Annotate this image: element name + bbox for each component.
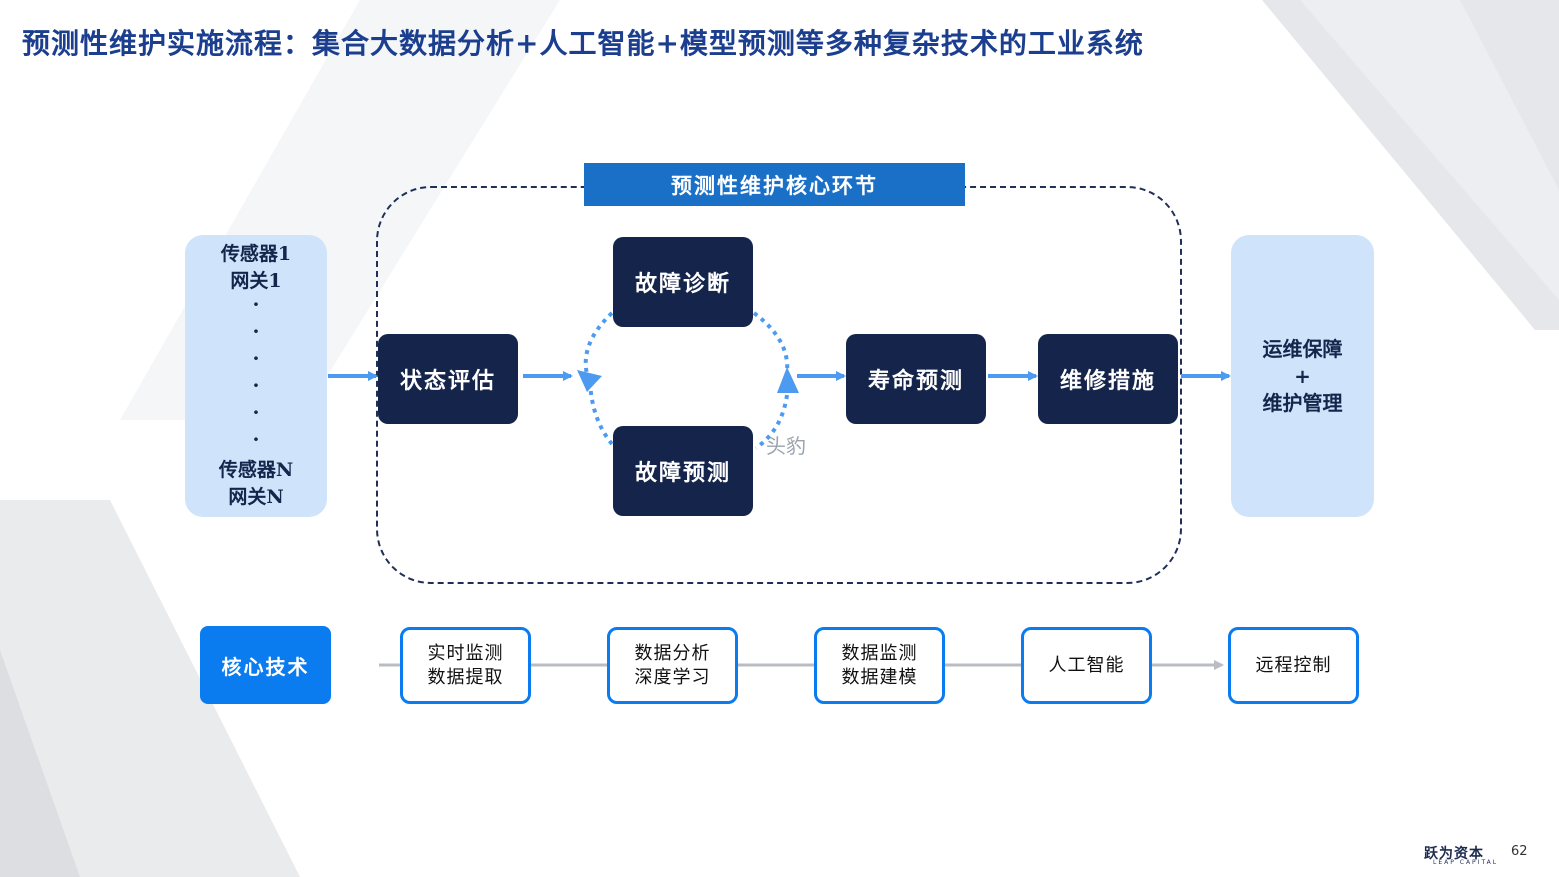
node-repair-measures: 维修措施 <box>1038 334 1178 424</box>
core-tech-label: 核心技术 <box>200 626 331 704</box>
ellipsis-dot: · <box>252 400 260 424</box>
ellipsis-dot: · <box>252 346 260 370</box>
node-status-evaluation: 状态评估 <box>378 334 518 424</box>
ops-support-label: 运维保障 <box>1262 336 1343 361</box>
tech-item-line: 实时监测 <box>427 642 504 664</box>
tech-item-line: 数据建模 <box>841 666 918 688</box>
sensor-n-label: 传感器N <box>218 459 294 481</box>
tech-item: 远程控制 <box>1228 627 1359 704</box>
gateway-1-label: 网关1 <box>230 270 282 292</box>
ellipsis-dot: · <box>252 319 260 343</box>
sensor-gateway-panel: 传感器1 网关1 · · · · · · 传感器N 网关N <box>185 235 327 517</box>
page-title: 预测性维护实施流程：集合大数据分析+人工智能+模型预测等多种复杂技术的工业系统 <box>22 27 1144 60</box>
brand-logo: 跃为资本 <box>1424 846 1484 862</box>
core-banner: 预测性维护核心环节 <box>584 163 965 206</box>
watermark-text: 头豹 <box>766 434 806 458</box>
operations-panel: 运维保障 + 维护管理 <box>1231 235 1374 517</box>
tech-item: 数据监测 数据建模 <box>814 627 945 704</box>
tech-item-line: 远程控制 <box>1255 654 1332 676</box>
ellipsis-dot: · <box>252 373 260 397</box>
maintenance-mgmt-label: 维护管理 <box>1262 390 1343 415</box>
brand-logo-subtitle: LEAP CAPITAL <box>1433 859 1499 866</box>
page-number: 62 <box>1511 844 1528 859</box>
plus-label: + <box>1294 363 1311 388</box>
tech-item-line: 深度学习 <box>634 666 711 688</box>
node-fault-prediction: 故障预测 <box>613 426 753 516</box>
node-fault-diagnosis: 故障诊断 <box>613 237 753 327</box>
tech-item: 实时监测 数据提取 <box>400 627 531 704</box>
ellipsis-dot: · <box>252 427 260 451</box>
node-life-prediction: 寿命预测 <box>846 334 986 424</box>
tech-item-line: 数据分析 <box>634 642 711 664</box>
tech-item: 人工智能 <box>1021 627 1152 704</box>
tech-item: 数据分析 深度学习 <box>607 627 738 704</box>
tech-item-line: 数据提取 <box>427 666 504 688</box>
tech-item-line: 数据监测 <box>841 642 918 664</box>
ellipsis-dot: · <box>252 292 260 316</box>
tech-item-line: 人工智能 <box>1048 654 1125 676</box>
gateway-n-label: 网关N <box>228 486 284 508</box>
sensor-1-label: 传感器1 <box>220 243 292 265</box>
